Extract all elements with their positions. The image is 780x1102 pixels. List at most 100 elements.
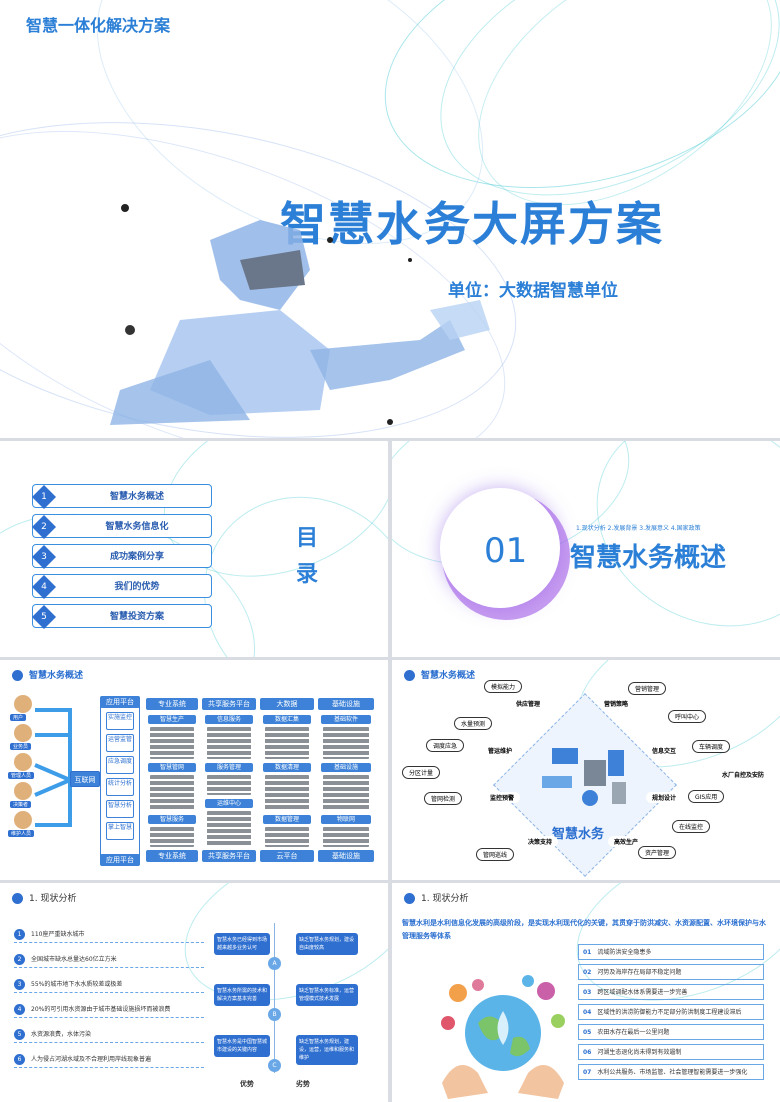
header-dot-icon [12,670,23,681]
unit-label: 单位：大数据智慧单位 [448,281,618,301]
slide-header: 1. 现状分析 [12,891,76,904]
user-avatar [14,753,32,771]
diagram-tag: 管网巡线 [476,848,515,861]
diagram-tag: 模拟能力 [484,680,523,693]
center-label: 智慧水务 [552,827,605,842]
diagram-tag: 规划设计 [646,792,683,803]
bottom-header: 共享服务平台 [202,850,256,862]
status-slide-2: 1. 现状分析 智慧水利是水利信息化发展的高级阶段，是实现水利现代化的关键，其贯… [392,883,780,1102]
row-num: 4 [14,1004,25,1015]
diagram-tag: GIS应用 [688,790,725,803]
column-header: 基础设施 [318,698,374,710]
smart-water-slide: 智慧水务概述 智慧水务 模拟能力 营销管理 供应管理 营销策略 水量预测 呼叫中… [392,660,780,880]
toc-num: 1 [32,485,56,509]
item-num: 03 [583,989,592,996]
diagram-tag: 管网检测 [424,792,463,805]
item-text: 跨区域调配水体系需要进一步完善 [597,989,688,996]
diagram-tag: 管运维护 [482,745,519,756]
item-num: 01 [583,949,592,956]
toc-num: 2 [32,515,56,539]
diagram-tag: 监控预警 [484,792,521,803]
section-slide: 01 1.现状分析 2.发展背景 3.发展意义 4.国家政策 智慧水务概述 [392,441,780,657]
row-num: 2 [14,954,25,965]
diagram-tag: 分区计量 [402,766,441,779]
sub-header: 数据汇集 [263,715,311,724]
toc-item-4[interactable]: 4 我们的优势 [32,574,212,599]
toc-label: 我们的优势 [114,582,160,592]
toc-slide: 1 智慧水务概述 2 智慧水务信息化 3 成功案例分享 4 我们的优势 5 智慧… [0,441,388,657]
toc-num: 4 [32,575,56,599]
toc-label: 成功案例分享 [109,552,164,562]
sub-header: 智慧管网 [148,763,196,772]
app-item: 统计分析 [106,778,134,796]
header-dot-icon [404,893,415,904]
main-title: 智慧水务大屏方案 [280,197,664,251]
diagram-tag: 调度应急 [426,739,465,752]
advantage-box: 智慧水务已经得到市场越来越多业务认可 [214,933,270,955]
sub-header: 智慧服务 [148,815,196,824]
weakness-label: 劣势 [296,1080,310,1088]
sub-header: 物联网 [321,815,371,824]
app-item: 掌上智慧 [106,822,134,840]
toc-item-1[interactable]: 1 智慧水务概述 [32,484,212,509]
row-num: 1 [14,929,25,940]
toc-item-3[interactable]: 3 成功案例分享 [32,544,212,569]
diagram-tag: 呼叫中心 [668,710,707,723]
app-item: 运营监管 [106,734,134,752]
section-ring [440,488,560,608]
placeholder-bar [207,775,251,795]
earth-hands-illustration [441,975,565,1099]
diagram-tag: 营销策略 [598,698,635,709]
weakness-box: 缺乏智慧水务规划，建设，运营，运维和服务和维护 [296,1035,358,1065]
item-num: 04 [583,1009,592,1016]
placeholder-bar [323,775,369,811]
section-number: 01 [484,531,528,571]
sub-header: 基础软件 [321,715,371,724]
item-num: 02 [583,969,592,976]
architecture-slide: 智慧水务概述 用户 业务员 管理人员 决策者 维护人员 互联网 应用平台 实施监… [0,660,388,880]
sub-header: 运维中心 [205,799,253,808]
toc-item-2[interactable]: 2 智慧水务信息化 [32,514,212,539]
advantage-box: 智慧水务是中国智慧城市建设的关键内容 [214,1035,270,1057]
placeholder-bar [265,827,309,847]
item-text: 区域性的洪涝防御能力不足部分防洪制度工程建设滞后 [597,1009,742,1016]
placeholder-bar [265,775,309,811]
toc-num: 3 [32,545,56,569]
diagram-tag: 营销管理 [628,682,667,695]
column-header: 共享服务平台 [202,698,256,710]
sub-header: 信息服务 [205,715,253,724]
advantage-label: 优势 [240,1080,254,1088]
low-poly-figure-illustration [110,204,490,425]
column-header: 大数据 [260,698,314,710]
item-text: 水利公共服务、市场监管、社会管理智能需要进一步强化 [597,1069,748,1076]
user-label: 业务员 [10,743,32,750]
row-text: 55%的城市地下水水质较差或极差 [31,981,123,988]
slide-header: 1. 现状分析 [404,891,468,904]
intro-text: 智慧水利是水利信息化发展的高级阶段，是实现水利现代化的关键，其贯穿于防洪减灾、水… [402,919,766,940]
placeholder-bar [207,727,251,759]
diagram-tag: 水厂自控及安防 [720,769,767,780]
toc-item-5[interactable]: 5 智慧投资方案 [32,604,212,629]
item-num: 06 [583,1049,592,1056]
placeholder-bar [207,811,251,847]
sub-header: 数据清理 [263,763,311,772]
diagram-tag: 水量预测 [454,717,493,730]
problem-item: 04 区域性的洪涝防御能力不足部分防洪制度工程建设滞后 [578,1004,764,1020]
row-text: 水资源浪费，水体污染 [31,1031,92,1038]
user-avatar [14,782,32,800]
app-item: 实施监控 [106,712,134,730]
weakness-box: 缺乏智慧水务规划，建设自由度较高 [296,933,358,955]
cover-slide: 智慧一体化解决方案 智慧水务大屏方案 单位：大数据智慧单位 [0,0,780,438]
diagram-tag: 高效生产 [608,836,645,847]
slide-header: 智慧水务概述 [12,668,83,681]
circle-marker: A [268,957,281,970]
